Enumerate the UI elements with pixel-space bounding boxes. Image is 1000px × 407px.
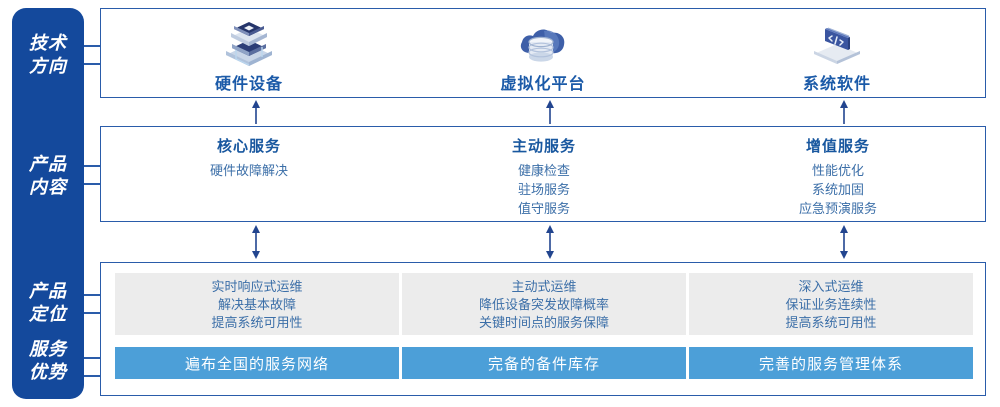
sidebar-label-product-positioning-line1: 产品: [29, 281, 67, 301]
sidebar-label-product-positioning: 产品 定位: [12, 280, 84, 326]
cloud-database-icon: [423, 15, 663, 67]
sidebar: 技术 方向 产品 内容 产品 定位 服务 优势: [12, 8, 84, 399]
tech-title-virtualization: 虚拟化平台: [500, 76, 586, 93]
sidebar-label-product-positioning-line2: 定位: [29, 304, 67, 324]
arrow-up-virtualization: [546, 100, 554, 124]
content-item-value-2: 系统加固: [811, 182, 864, 197]
positioning-card-realtime-line1: 实时响应式运维: [211, 279, 303, 294]
content-item-value-3: 应急预演服务: [798, 201, 877, 216]
positioning-card-realtime[interactable]: 实时响应式运维 解决基本故障 提高系统可用性: [115, 273, 399, 335]
connector-line-content-1: [84, 165, 110, 167]
positioning-card-proactive[interactable]: 主动式运维 降低设备突发故障概率 关键时间点的服务保障: [402, 273, 686, 335]
positioning-card-deep[interactable]: 深入式运维 保证业务连续性 提高系统可用性: [689, 273, 973, 335]
laptop-code-icon: [717, 15, 957, 67]
advantage-bar-service-network[interactable]: 遍布全国的服务网络: [115, 347, 399, 379]
connector-line-tech-1: [84, 45, 110, 47]
connector-line-positioning-1: [84, 294, 110, 296]
tech-title-system-software: 系统软件: [802, 76, 871, 93]
arrow-double-proactive: [546, 225, 554, 259]
arrow-up-system-software: [840, 100, 848, 124]
connector-line-tech-2: [84, 63, 110, 65]
content-item-proactive-1: 健康检查: [517, 163, 570, 178]
content-item-core-1: 硬件故障解决: [209, 163, 288, 178]
sidebar-label-service-advantage: 服务 优势: [12, 338, 84, 384]
sidebar-label-tech-direction-line1: 技术: [29, 33, 67, 53]
content-item-proactive-2: 驻场服务: [517, 182, 570, 197]
content-column-core-service[interactable]: 核心服务 硬件故障解决: [109, 135, 389, 180]
tech-column-hardware[interactable]: 硬件设备: [129, 15, 369, 94]
positioning-card-proactive-line1: 主动式运维: [511, 279, 577, 294]
content-item-value-1: 性能优化: [811, 163, 864, 178]
content-title-core-service: 核心服务: [216, 138, 281, 155]
connector-line-advantage-1: [84, 357, 110, 359]
content-title-value-added-service: 增值服务: [805, 138, 870, 155]
arrow-double-core: [252, 225, 260, 259]
positioning-advantage-section: 实时响应式运维 解决基本故障 提高系统可用性 主动式运维 降低设备突发故障概率 …: [100, 262, 986, 396]
positioning-card-realtime-line2: 解决基本故障: [217, 297, 296, 312]
tech-column-system-software[interactable]: 系统软件: [717, 15, 957, 94]
tech-direction-section: 硬件设备 虚拟化平台: [100, 8, 986, 98]
sidebar-label-product-content-line1: 产品: [29, 154, 67, 174]
arrow-double-value-added: [840, 225, 848, 259]
content-column-proactive-service[interactable]: 主动服务 健康检查 驻场服务 值守服务: [404, 135, 684, 218]
server-stack-icon: [129, 15, 369, 67]
sidebar-label-service-advantage-line2: 优势: [29, 362, 67, 382]
sidebar-label-service-advantage-line1: 服务: [29, 339, 67, 359]
content-title-proactive-service: 主动服务: [511, 138, 576, 155]
product-content-section: 核心服务 硬件故障解决 主动服务 健康检查 驻场服务 值守服务 增值服务 性能优…: [100, 126, 986, 222]
connector-line-content-2: [84, 183, 110, 185]
positioning-card-realtime-line3: 提高系统可用性: [211, 315, 303, 330]
tech-column-virtualization[interactable]: 虚拟化平台: [423, 15, 663, 94]
arrow-up-hardware: [252, 100, 260, 124]
advantage-bar-spare-parts[interactable]: 完备的备件库存: [402, 347, 686, 379]
sidebar-label-product-content-line2: 内容: [29, 177, 67, 197]
positioning-card-proactive-line2: 降低设备突发故障概率: [478, 297, 609, 312]
positioning-card-deep-line1: 深入式运维: [798, 279, 864, 294]
positioning-card-deep-line3: 提高系统可用性: [785, 315, 877, 330]
connector-line-advantage-2: [84, 375, 110, 377]
sidebar-label-tech-direction-line2: 方向: [29, 56, 67, 76]
positioning-card-proactive-line3: 关键时间点的服务保障: [478, 315, 609, 330]
advantage-bar-management-system[interactable]: 完善的服务管理体系: [689, 347, 973, 379]
positioning-card-deep-line2: 保证业务连续性: [785, 297, 877, 312]
sidebar-label-tech-direction: 技术 方向: [12, 32, 84, 78]
content-item-proactive-3: 值守服务: [517, 201, 570, 216]
sidebar-label-product-content: 产品 内容: [12, 153, 84, 199]
tech-title-hardware: 硬件设备: [214, 76, 283, 93]
content-column-value-added-service[interactable]: 增值服务 性能优化 系统加固 应急预演服务: [698, 135, 978, 218]
connector-line-positioning-2: [84, 312, 110, 314]
